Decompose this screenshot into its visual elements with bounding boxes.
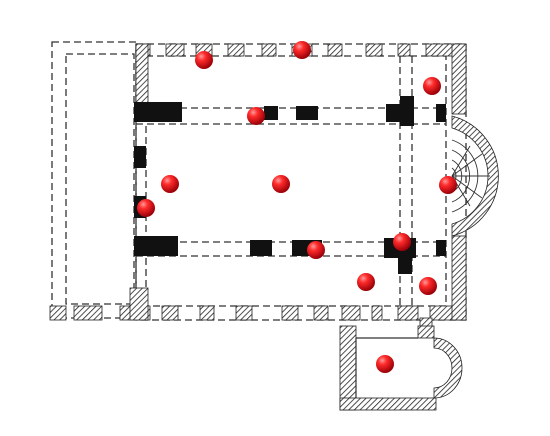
- marker[interactable]: [423, 77, 441, 95]
- marker[interactable]: [393, 233, 411, 251]
- apse: [451, 115, 499, 237]
- annex-chamber: [339, 325, 463, 411]
- marker[interactable]: [357, 273, 375, 291]
- marker[interactable]: [272, 175, 290, 193]
- narthex-outline: [51, 41, 137, 319]
- marker[interactable]: [137, 199, 155, 217]
- marker[interactable]: [307, 241, 325, 259]
- marker[interactable]: [195, 51, 213, 69]
- marker[interactable]: [439, 176, 457, 194]
- marker[interactable]: [293, 41, 311, 59]
- marker[interactable]: [161, 175, 179, 193]
- east-wall: [419, 43, 467, 331]
- marker[interactable]: [419, 277, 437, 295]
- location-markers: [137, 41, 457, 373]
- marker[interactable]: [247, 107, 265, 125]
- south-wall: [49, 305, 467, 321]
- nave-outline: [135, 43, 467, 321]
- west-wall: [129, 43, 149, 321]
- marker[interactable]: [376, 355, 394, 373]
